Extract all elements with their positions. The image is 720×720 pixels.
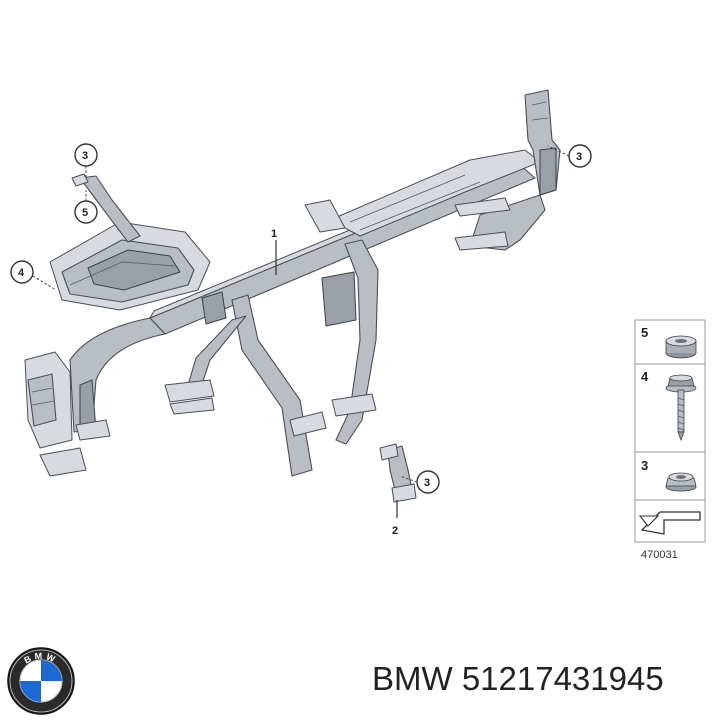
legend-number-3: 3 (641, 458, 648, 473)
hex-nut-icon (665, 472, 697, 492)
cross-car-beam (149, 89, 561, 335)
legend-number-4: 4 (641, 369, 649, 384)
hex-bolt-icon (665, 374, 697, 442)
bmw-logo: BMW (7, 647, 75, 715)
callout-3-left: 3 (82, 150, 88, 162)
callout-4-circle (10, 260, 34, 284)
callout-2: 2 (392, 525, 398, 537)
drawing-number: 470031 (641, 549, 678, 561)
callout-3-bottom: 3 (424, 477, 430, 489)
part-number-label: BMW 51217431945 (372, 660, 664, 697)
callout-5: 5 (82, 207, 88, 219)
legend-number-5: 5 (641, 325, 648, 340)
logo-lettering: BMW (22, 651, 56, 666)
left-frame-assembly (24, 173, 211, 477)
callout-3-right: 3 (576, 151, 582, 163)
callout-1: 1 (271, 228, 277, 240)
callout-4: 4 (18, 267, 25, 279)
spacer-sleeve-icon (665, 335, 697, 359)
part-2-bracket (379, 443, 417, 503)
callouts: 1 2 3 3 3 4 5 (10, 143, 592, 537)
orientation-arrow-icon (638, 511, 701, 535)
center-supports (164, 239, 379, 477)
svg-text:BMW: BMW (22, 651, 59, 666)
fastener-legend: 5 4 3 (634, 319, 706, 561)
